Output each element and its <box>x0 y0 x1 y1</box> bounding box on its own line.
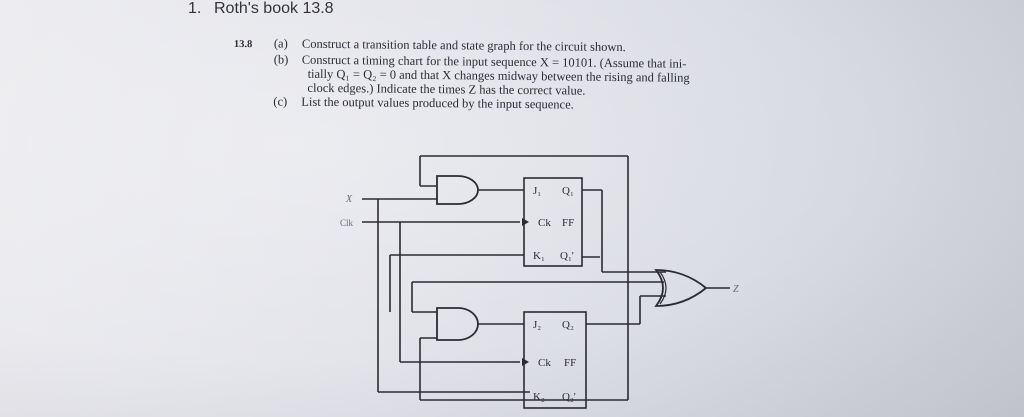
ff1-ff-label: FF <box>562 217 574 229</box>
ff2-ff-label: FF <box>564 357 576 369</box>
circuit-wires <box>362 155 730 401</box>
ff2-q-label: Q₂ <box>562 319 574 331</box>
output-z-label: Z <box>733 284 739 295</box>
question-heading: 1. Roth's book 13.8 <box>188 0 334 18</box>
and-gate-1 <box>436 175 479 205</box>
ff1-j-label: J₁ <box>533 185 541 197</box>
ff1-q-label: Q₁ <box>562 185 574 197</box>
ff1-k-label: K₁ <box>533 250 545 262</box>
ff1-clock-marker <box>522 218 529 226</box>
input-clk-label: Clk <box>340 218 354 228</box>
or-gate-inner <box>659 271 667 305</box>
ff2-k-label: K₂ <box>533 391 545 403</box>
ff2-ck-label: Ck <box>538 357 551 369</box>
input-x-label: X <box>345 194 353 205</box>
ff1-ck-label: Ck <box>538 217 551 229</box>
ff2-qbar-label: Q₂' <box>562 391 576 403</box>
question-title: Roth's book 13.8 <box>214 0 334 17</box>
or-gate <box>654 269 708 307</box>
ff1-qbar-label: Q₁' <box>560 250 574 262</box>
ff2-j-label: J₂ <box>533 319 541 331</box>
and-gate-2 <box>436 307 479 341</box>
ff2-clock-marker <box>522 358 529 366</box>
question-number: 1. <box>188 0 202 17</box>
